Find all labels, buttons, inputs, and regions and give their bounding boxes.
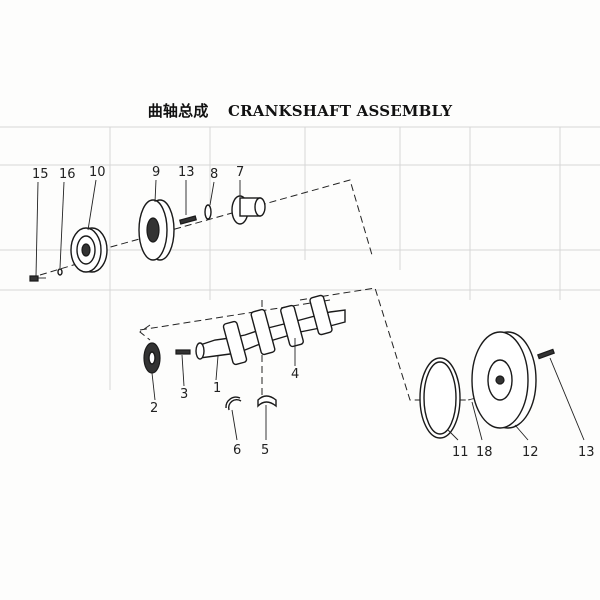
- callout-5: 5: [261, 443, 269, 458]
- callout-16: 16: [59, 167, 76, 182]
- hub-part-7: [231, 195, 266, 225]
- callout-labels: 15 16 10 9 13 8 7 2 3 1 4 6 5 11 18 12 1…: [32, 165, 595, 460]
- bearing-part-5: [257, 395, 277, 408]
- callout-2: 2: [150, 401, 158, 416]
- callout-12: 12: [522, 445, 539, 460]
- callout-9: 9: [152, 165, 160, 180]
- gear-part-2: [143, 342, 161, 374]
- callout-6: 6: [233, 443, 241, 458]
- callout-4: 4: [291, 367, 299, 382]
- callout-8: 8: [210, 167, 218, 182]
- title-chinese: 曲轴总成: [147, 102, 209, 120]
- flywheel-part-12: [471, 331, 537, 429]
- callout-10: 10: [89, 165, 106, 180]
- thrust-washer-part-6: [225, 396, 242, 411]
- callout-13-rear: 13: [578, 445, 595, 460]
- callout-11: 11: [452, 445, 469, 460]
- callout-18: 18: [476, 445, 493, 460]
- callout-15: 15: [32, 167, 49, 182]
- callout-leader-lines: [35, 179, 585, 441]
- crankshaft-part-1: [195, 294, 346, 366]
- callout-13-front: 13: [178, 165, 195, 180]
- washer-part-16: [57, 268, 63, 276]
- callout-7: 7: [236, 165, 244, 180]
- callout-3: 3: [180, 387, 188, 402]
- callout-1: 1: [213, 381, 221, 396]
- pulley-part-10: [70, 227, 108, 273]
- bolt-part-15: [29, 275, 46, 282]
- ring-part-11: [419, 357, 461, 439]
- key-part-3: [175, 349, 191, 355]
- washer-part-8: [204, 204, 212, 220]
- title-english: CRANKSHAFT ASSEMBLY: [227, 102, 453, 120]
- page-title: 曲轴总成 CRANKSHAFT ASSEMBLY: [0, 100, 600, 121]
- bolt-part-13-rear: [537, 348, 555, 360]
- damper-part-9: [138, 199, 175, 261]
- bolt-part-13-front: [179, 215, 197, 225]
